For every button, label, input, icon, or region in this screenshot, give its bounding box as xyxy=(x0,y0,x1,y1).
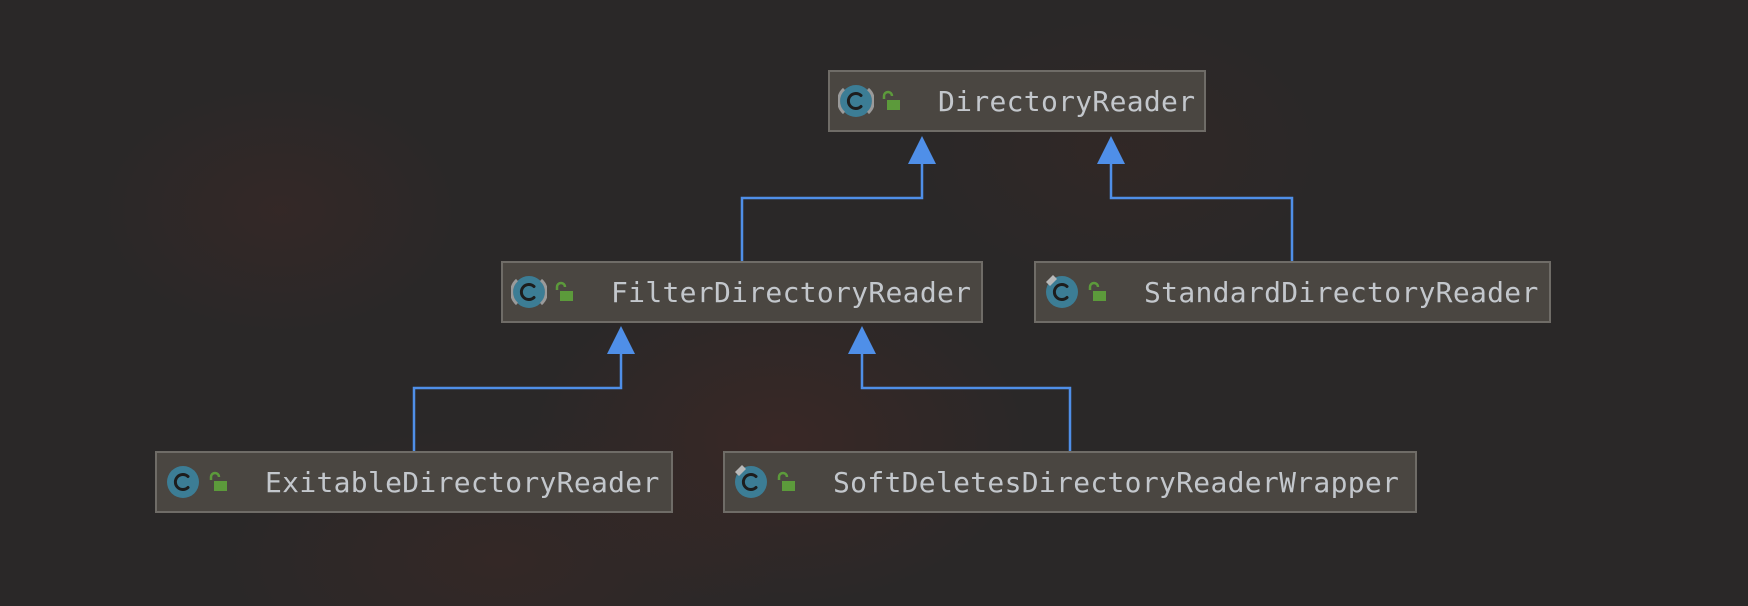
arrowhead-standard-to-directory xyxy=(1097,136,1125,164)
node-soft-deletes-directory-reader-wrapper[interactable]: SoftDeletesDirectoryReaderWrapper xyxy=(723,451,1417,513)
node-directory-reader[interactable]: DirectoryReader xyxy=(828,70,1206,132)
public-lock-icon xyxy=(880,90,902,112)
arrowhead-filter-to-directory xyxy=(908,136,936,164)
node-exitable-directory-reader[interactable]: ExitableDirectoryReader xyxy=(155,451,673,513)
public-lock-icon xyxy=(553,281,575,303)
final-class-icon xyxy=(733,464,769,500)
class-icon xyxy=(165,464,201,500)
public-lock-icon xyxy=(775,471,797,493)
edge-filter-to-directory xyxy=(740,160,924,262)
edge-softdeletes-to-filter xyxy=(860,350,1072,452)
node-label: FilterDirectoryReader xyxy=(611,275,972,309)
node-filter-directory-reader[interactable]: FilterDirectoryReader xyxy=(501,261,983,323)
final-class-icon xyxy=(1044,274,1080,310)
edge-exitable-to-filter xyxy=(412,350,623,452)
abstract-class-icon xyxy=(511,274,547,310)
node-label: SoftDeletesDirectoryReaderWrapper xyxy=(833,465,1400,499)
edge-standard-to-directory xyxy=(1109,160,1294,262)
public-lock-icon xyxy=(1086,281,1108,303)
arrowhead-exitable-to-filter xyxy=(607,326,635,354)
node-label: StandardDirectoryReader xyxy=(1144,275,1539,309)
abstract-class-icon xyxy=(838,83,874,119)
arrowhead-softdeletes-to-filter xyxy=(848,326,876,354)
public-lock-icon xyxy=(207,471,229,493)
node-standard-directory-reader[interactable]: StandardDirectoryReader xyxy=(1034,261,1551,323)
node-label: ExitableDirectoryReader xyxy=(265,465,660,499)
node-label: DirectoryReader xyxy=(938,84,1196,118)
